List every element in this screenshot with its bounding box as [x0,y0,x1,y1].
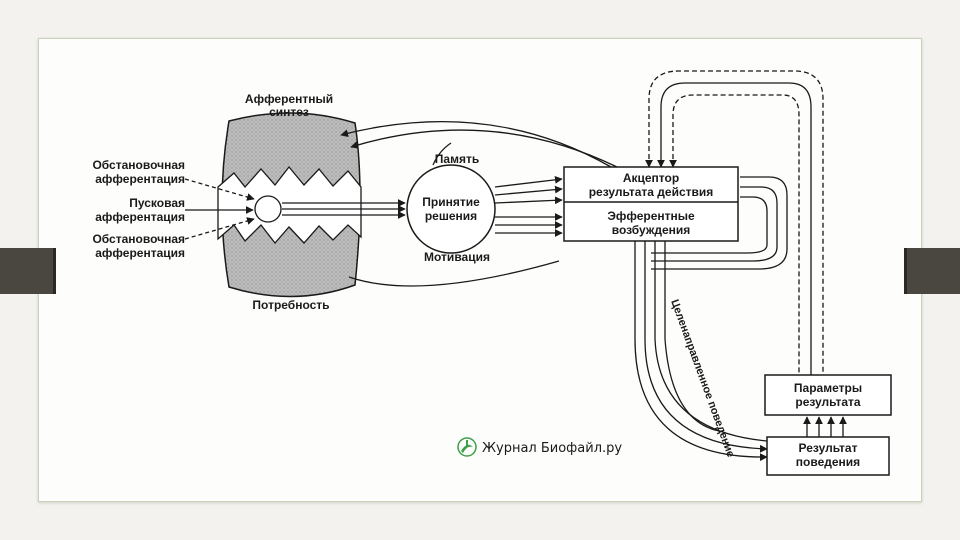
decision-to-acceptor-arrows [494,175,563,237]
watermark: Журнал Биофайл.ру [457,437,622,457]
afferent-synthesis-label-1: Афферентный [245,92,333,106]
synthesis-to-decision-arrows [282,199,406,219]
decision-circle [406,164,496,254]
need-label: Потребность [252,298,329,312]
behavior-result-block [766,436,890,476]
efferent-label-1: Эфферентные [607,209,695,223]
situational-afferentation-1-b: афферентация [95,172,185,186]
trigger-afferentation-a: Пусковая [129,196,185,210]
memory-motivation-links [348,142,560,287]
situational-afferentation-2-b: афферентация [95,246,185,260]
afferent-synthesis-blob [217,112,362,298]
decision-label-1: Принятие [422,195,480,209]
result-params-block [764,374,892,416]
afferent-synthesis-label-2: синтез [269,105,309,119]
decision-label-2: решения [425,209,477,223]
acceptor-label-2: результата действия [589,185,714,199]
situational-afferentation-1-a: Обстановочная [92,158,185,172]
result-label-1: Результат [799,441,858,455]
top-feedback-loops [645,70,824,377]
params-label-2: результата [795,395,861,409]
params-label-1: Параметры [794,381,862,395]
result-to-params-arrows [803,416,847,437]
right-inner-loops [651,176,788,270]
right-slide-tab [904,248,960,294]
slide-frame: Афферентный синтез Обстановочная афферен… [38,38,922,502]
motivation-label: Мотивация [424,250,490,264]
functional-system-diagram: Афферентный синтез Обстановочная афферен… [92,70,892,476]
watermark-text: Журнал Биофайл.ру [482,441,622,456]
result-label-2: поведения [796,455,860,469]
memory-label: Память [435,152,479,166]
situational-afferentation-2-a: Обстановочная [92,232,185,246]
purposeful-behavior-label: Целенаправленное поведение [668,298,736,459]
afferent-inputs [184,178,255,240]
trigger-afferentation-b: афферентация [95,210,185,224]
efferent-to-result-curves [634,241,768,462]
acceptor-to-synthesis-feedback [340,120,618,168]
left-slide-tab [0,248,56,294]
acceptor-block [563,166,739,242]
acceptor-label-1: Акцептор [623,171,679,185]
efferent-label-2: возбуждения [612,223,691,237]
synthesis-node [254,195,282,223]
biofile-logo-icon [457,437,477,457]
